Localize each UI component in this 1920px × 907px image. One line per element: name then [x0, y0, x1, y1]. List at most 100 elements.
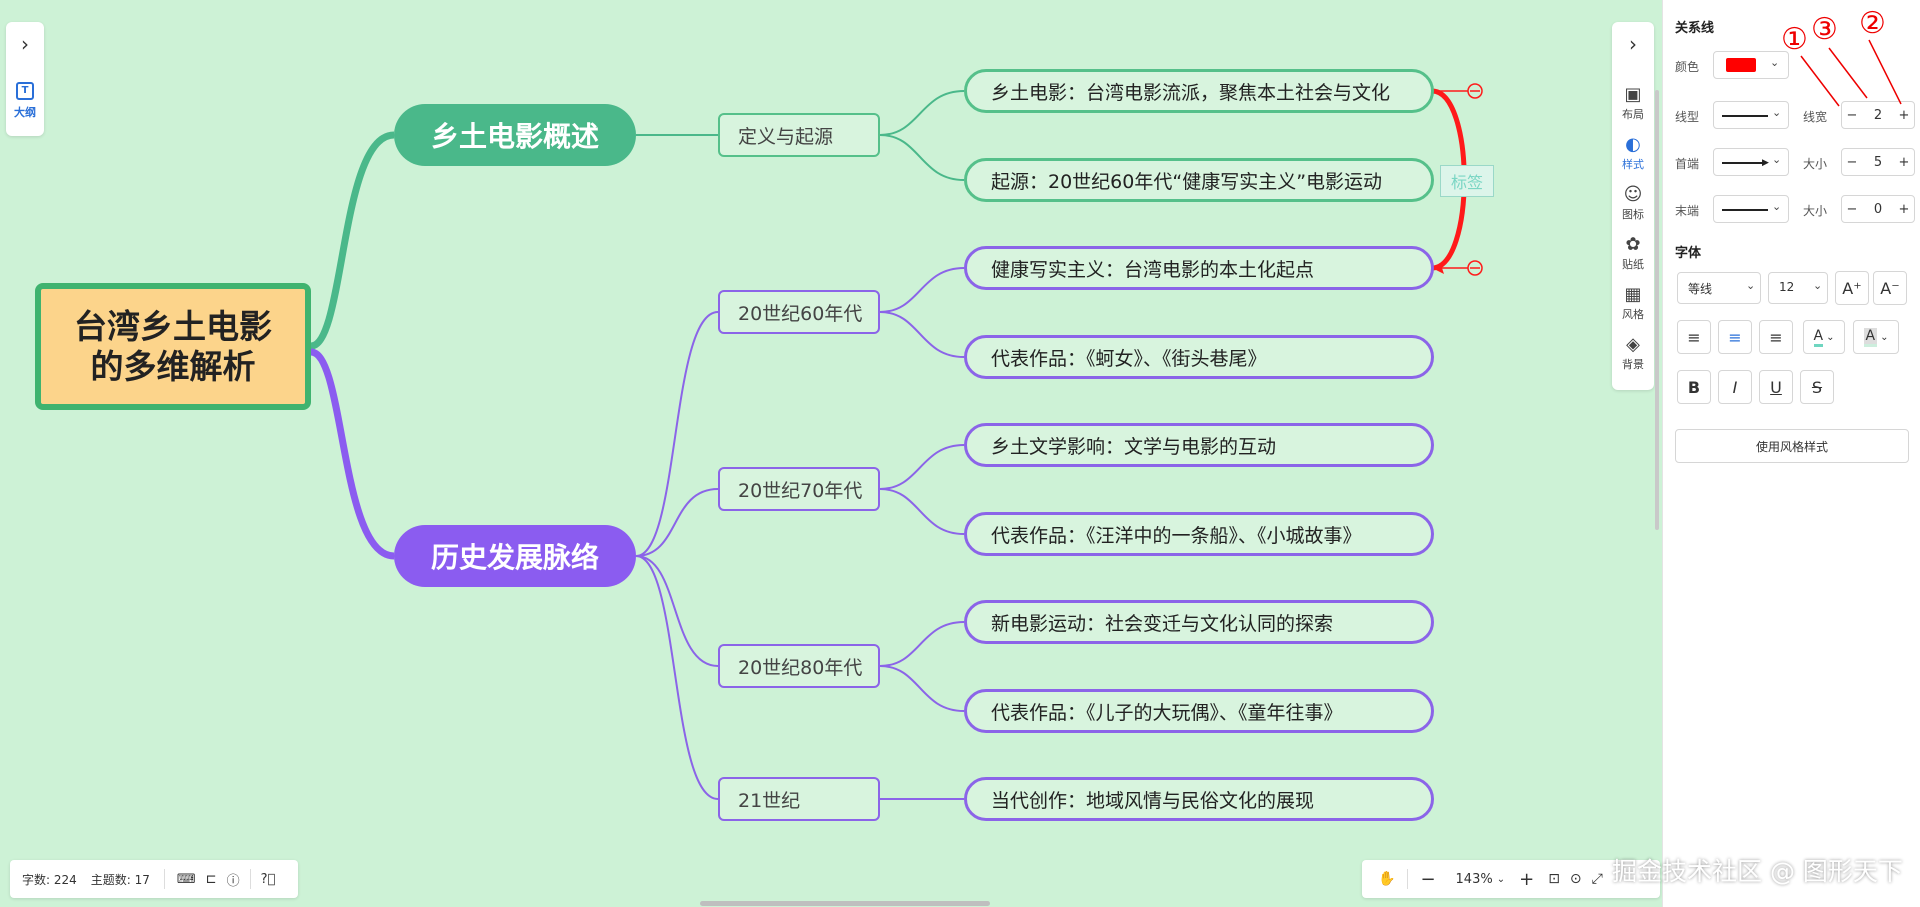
plus-icon[interactable]: + — [1898, 107, 1910, 123]
zoom-out-icon[interactable]: − — [1420, 868, 1436, 890]
start-size-stepper[interactable]: −5 + — [1841, 148, 1915, 176]
align-left-button[interactable]: ≡ — [1677, 320, 1711, 354]
topic-overview[interactable]: 乡土电影概述 — [394, 104, 636, 166]
zoom-level[interactable]: 143% — [1455, 871, 1493, 887]
start-arrow-select[interactable]: ▶ ⌄ — [1713, 148, 1789, 176]
subtopic-70s[interactable]: 20世纪70年代 — [718, 467, 880, 511]
leaf-overview-1[interactable]: 乡土电影：台湾电影流派，聚焦本土社会与文化 — [964, 69, 1434, 113]
connector-root-overview — [309, 131, 395, 350]
subtopic-60s[interactable]: 20世纪60年代 — [718, 290, 880, 334]
hand-icon[interactable]: ✋ — [1378, 871, 1396, 887]
minus-icon[interactable]: − — [1846, 107, 1858, 123]
line-sample — [1722, 209, 1768, 211]
connector-70s-leaf2 — [879, 488, 965, 535]
zoom-in-icon[interactable]: + — [1519, 868, 1535, 890]
tool-icon-label: 图标 — [1622, 208, 1644, 221]
bold-icon: B — [1687, 377, 1701, 397]
font-size-select[interactable]: 12 ⌄ — [1768, 272, 1828, 304]
divider — [1407, 869, 1409, 889]
minus-icon[interactable]: − — [1846, 154, 1858, 170]
topic-history[interactable]: 历史发展脉络 — [394, 525, 636, 587]
annotation-arrows — [1800, 39, 1902, 107]
relation-start-handle[interactable] — [1467, 83, 1483, 99]
leaf-80s-2[interactable]: 代表作品：《儿子的大玩偶》、《童年往事》 — [964, 689, 1434, 733]
tool-background-label: 背景 — [1622, 358, 1644, 371]
connector-sub-leaf1 — [879, 90, 965, 136]
plus-icon[interactable]: + — [1898, 201, 1910, 217]
end-arrow-select[interactable]: ⌄ — [1713, 195, 1789, 223]
outline-button[interactable]: T 大纲 — [6, 82, 44, 120]
bold-button[interactable]: B — [1677, 370, 1711, 404]
highlight-color-button[interactable]: A⌄ — [1853, 320, 1899, 354]
line-width-stepper[interactable]: −2 + — [1841, 101, 1915, 129]
relation-tag[interactable]: 标签 — [1440, 165, 1494, 197]
leaf-80s-1[interactable]: 新电影运动：社会变迁与文化认同的探索 — [964, 600, 1434, 644]
sticker-icon: ✿ — [1625, 234, 1641, 255]
chevron-down-icon: ⌄ — [1772, 153, 1782, 166]
tool-style[interactable]: ◐样式 — [1612, 134, 1654, 172]
line-type-select[interactable]: ⌄ — [1713, 101, 1789, 129]
subtopic-60s-label: 20世纪60年代 — [738, 302, 863, 325]
end-size-stepper[interactable]: −0 + — [1841, 195, 1915, 223]
chevron-right-icon[interactable]: › — [1629, 32, 1637, 56]
align-center-button[interactable]: ≡ — [1718, 320, 1752, 354]
subtopic-21c[interactable]: 21世纪 — [718, 777, 880, 821]
relation-end-handle[interactable] — [1467, 260, 1483, 276]
smiley-icon: ☺ — [1623, 184, 1643, 205]
apply-style-button[interactable]: 使用风格样式 — [1675, 429, 1909, 463]
root-topic-line1: 台湾乡土电影 — [74, 306, 272, 346]
text-color-button[interactable]: A⌄ — [1803, 320, 1845, 354]
leaf-70s-2[interactable]: 代表作品：《汪洋中的一条船》、《小城故事》 — [964, 512, 1434, 556]
tool-background[interactable]: ◈背景 — [1612, 334, 1654, 372]
leaf-60s-1[interactable]: 健康写实主义：台湾电影的本土化起点 — [964, 246, 1434, 290]
divider — [249, 869, 251, 889]
highlight-icon: A — [1863, 327, 1878, 347]
line-width-value[interactable]: 2 — [1873, 107, 1883, 123]
connector-80s-leaf2 — [879, 665, 965, 712]
chevron-down-icon: ⌄ — [1772, 200, 1782, 213]
help-icon[interactable]: ?⃝ — [260, 871, 276, 887]
subtopic-80s[interactable]: 20世纪80年代 — [718, 644, 880, 688]
leaf-overview-2[interactable]: 起源：20世纪60年代“健康写实主义”电影运动 — [964, 158, 1434, 202]
italic-button[interactable]: I — [1718, 370, 1752, 404]
keyboard-icon[interactable]: ⌨ — [176, 871, 196, 887]
leaf-70s-1[interactable]: 乡土文学影响：文学与电影的互动 — [964, 423, 1434, 467]
root-topic[interactable]: 台湾乡土电影 的多维解析 — [35, 283, 311, 410]
minus-icon[interactable]: − — [1846, 201, 1858, 217]
info-icon[interactable]: ⓘ — [226, 873, 240, 889]
strikethrough-button[interactable]: S — [1800, 370, 1834, 404]
line-sample — [1722, 115, 1768, 117]
locate-icon[interactable]: ⊙ — [1569, 871, 1582, 887]
tool-sticker[interactable]: ✿贴纸 — [1612, 234, 1654, 272]
horizontal-scrollbar[interactable] — [700, 901, 990, 906]
chevron-right-icon[interactable]: › — [21, 32, 29, 56]
tool-theme[interactable]: ▦风格 — [1612, 284, 1654, 322]
layout-icon: ▣ — [1624, 84, 1642, 105]
connector-history-60s — [635, 311, 719, 557]
end-size-value[interactable]: 0 — [1873, 201, 1883, 217]
annotation-2: ② — [1859, 6, 1886, 41]
mindmap-canvas[interactable]: 台湾乡土电影 的多维解析 乡土电影概述 历史发展脉络 定义与起源 乡土电影：台湾… — [0, 0, 1660, 907]
structure-icon[interactable]: ⊏ — [205, 871, 217, 887]
tool-layout[interactable]: ▣布局 — [1612, 84, 1654, 122]
underline-icon: U — [1770, 377, 1782, 397]
plus-icon[interactable]: + — [1898, 154, 1910, 170]
tool-icon[interactable]: ☺ 图标 — [1612, 184, 1654, 222]
annotation-arrow-1 — [1800, 55, 1840, 107]
align-right-button[interactable]: ≡ — [1759, 320, 1793, 354]
chevron-down-icon[interactable]: ⌄ — [1496, 873, 1506, 885]
font-decrease-button[interactable]: A⁻ — [1873, 271, 1907, 305]
leaf-60s-2[interactable]: 代表作品：《蚵女》、《街头巷尾》 — [964, 335, 1434, 379]
align-left-icon: ≡ — [1687, 327, 1701, 347]
subtopic-definition[interactable]: 定义与起源 — [718, 113, 880, 157]
subtopic-definition-label: 定义与起源 — [738, 125, 834, 148]
fit-screen-icon[interactable]: ⊡ — [1548, 871, 1560, 887]
fullscreen-icon[interactable]: ⤢ — [1591, 871, 1603, 887]
font-family-select[interactable]: 等线 ⌄ — [1677, 272, 1761, 304]
vertical-scrollbar[interactable] — [1655, 90, 1659, 530]
color-select[interactable]: ⌄ — [1713, 51, 1789, 79]
underline-button[interactable]: U — [1759, 370, 1793, 404]
leaf-21c-1[interactable]: 当代创作：地域风情与民俗文化的展现 — [964, 777, 1434, 821]
start-size-value[interactable]: 5 — [1873, 154, 1883, 170]
font-increase-button[interactable]: A⁺ — [1835, 271, 1869, 305]
